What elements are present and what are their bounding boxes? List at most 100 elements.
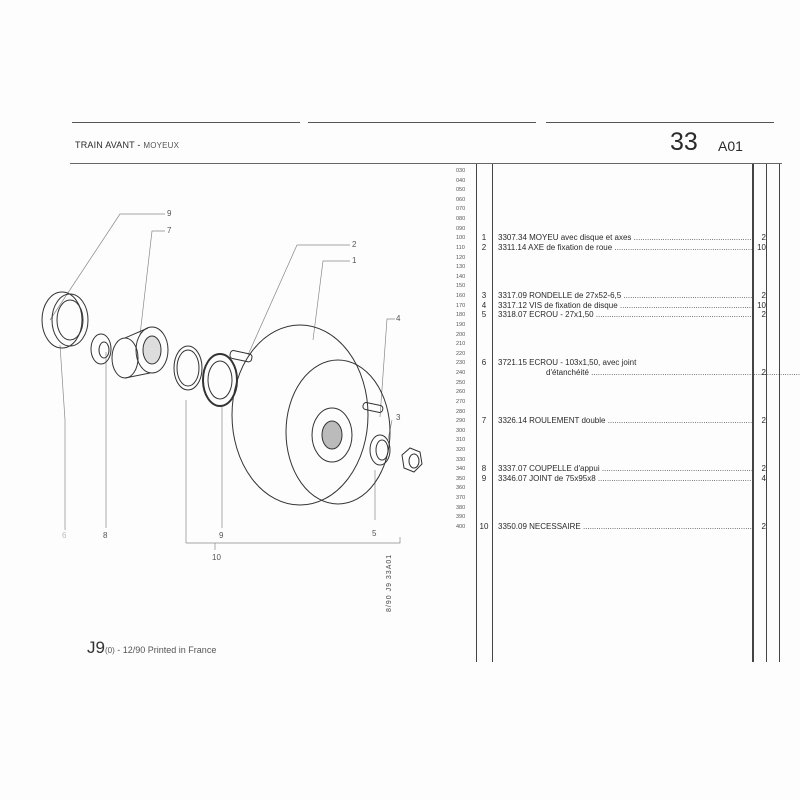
line-number: 160: [456, 293, 466, 300]
ring-nut-9: [41, 291, 89, 349]
line-number: 300: [456, 427, 466, 434]
vertical-reference-code: 8/90 J9 33A01: [386, 553, 393, 612]
line-number: 210: [456, 341, 466, 348]
line-number: 080: [456, 216, 466, 223]
part-description: 3337.07 COUPELLE d'appui: [498, 464, 752, 473]
line-number: 240: [456, 370, 466, 377]
line-number: 330: [456, 456, 466, 463]
line-number: 030: [456, 168, 466, 174]
line-number: 230: [456, 360, 466, 367]
line-number: 290: [456, 418, 466, 425]
line-number: 150: [456, 283, 466, 290]
line-number: 260: [456, 389, 466, 396]
line-number: 090: [456, 225, 466, 232]
table-column-line: [476, 164, 477, 662]
callout-5: 5: [372, 529, 377, 538]
line-number: 280: [456, 408, 466, 415]
part-ref: 7: [481, 416, 487, 426]
seal-9: [173, 345, 203, 391]
header-divider: [70, 163, 782, 164]
line-number: 110: [456, 244, 465, 251]
part-ref: 2: [481, 242, 487, 252]
part-ref: 6: [481, 358, 487, 368]
part-ref: 3: [481, 291, 487, 301]
table-column-line: [752, 164, 754, 662]
part-ref: 4: [481, 300, 487, 310]
callout-3: 3: [396, 413, 401, 422]
part-ref: 1: [481, 233, 487, 243]
line-number: 130: [456, 264, 466, 271]
part-ref: 9: [481, 473, 487, 483]
line-number: 070: [456, 206, 466, 213]
part-quantity: 2: [761, 310, 766, 320]
part-quantity: 2: [761, 464, 766, 474]
line-number: 350: [456, 475, 466, 482]
line-number: 340: [456, 466, 466, 473]
part-description: 3317.09 RONDELLE de 27x52-6,5: [498, 291, 752, 300]
footer-variant: (0): [104, 646, 115, 655]
part-description: 3307.34 MOYEU avec disque et axes: [498, 233, 752, 242]
line-number: 050: [456, 187, 466, 194]
section-title: TRAIN AVANT - MOYEUX: [75, 140, 180, 150]
callout-1: 1: [352, 256, 357, 265]
cup-8: [90, 333, 112, 365]
part-ref: 5: [481, 310, 487, 320]
line-number: 190: [456, 321, 466, 328]
line-number: 100: [456, 235, 466, 242]
part-quantity: 2: [761, 416, 766, 426]
line-number: 180: [456, 312, 466, 319]
part-description: 3346.07 JOINT de 75x95x8: [498, 474, 752, 483]
footer-text: - 12/90 Printed in France: [117, 645, 217, 655]
part-quantity: 4: [761, 473, 766, 483]
line-number: 400: [456, 523, 466, 530]
line-number: 170: [456, 302, 466, 309]
line-number: 200: [456, 331, 466, 338]
callout-9b: 9: [219, 531, 224, 540]
line-number: 380: [456, 504, 466, 511]
page-code: A01: [718, 138, 743, 154]
callout-9: 9: [167, 209, 172, 218]
part-quantity: 10: [757, 300, 766, 310]
line-number: 120: [456, 254, 466, 261]
leader-lines: [49, 213, 401, 550]
footer-code: J9: [87, 638, 105, 657]
group-number: 33: [670, 128, 698, 156]
table-column-line: [766, 164, 767, 662]
line-number: 320: [456, 446, 466, 453]
header-rule: [72, 122, 300, 123]
subsection-name: MOYEUX: [143, 141, 180, 150]
part-description: 3350.09 NECESSAIRE: [498, 522, 752, 531]
part-description: 3326.14 ROULEMENT double: [498, 416, 752, 425]
callout-10: 10: [212, 553, 221, 562]
header-rule: [546, 122, 774, 123]
header-rule: [308, 122, 536, 123]
callout-2: 2: [352, 240, 357, 249]
line-number: 060: [456, 196, 466, 203]
line-number: 310: [456, 437, 466, 444]
disc-screw-4: [362, 402, 384, 413]
part-ref: 10: [479, 521, 489, 531]
part-ref: 8: [481, 464, 487, 474]
line-number: 360: [456, 485, 466, 492]
part-quantity: 2: [761, 368, 766, 378]
part-description: 3721.15 ECROU - 103x1,50, avec joint: [498, 358, 637, 368]
part-quantity: 10: [757, 242, 766, 252]
footer: J9(0) - 12/90 Printed in France: [87, 638, 216, 658]
callout-4: 4: [396, 314, 401, 323]
line-number: 250: [456, 379, 466, 386]
line-number: 390: [456, 514, 466, 521]
line-number: 140: [456, 273, 466, 280]
part-quantity: 2: [761, 521, 766, 531]
table-column-line: [492, 164, 493, 662]
callout-7: 7: [167, 226, 172, 235]
part-quantity: 2: [761, 291, 766, 301]
part-description: 3317.12 VIS de fixation de disque: [498, 301, 752, 310]
section-name: TRAIN AVANT: [75, 140, 135, 150]
nut-5: [401, 447, 423, 473]
line-number: 270: [456, 398, 466, 405]
part-description: d'étanchéité: [498, 368, 800, 377]
part-description: 3311.14 AXE de fixation de roue: [498, 243, 752, 252]
callout-8: 8: [103, 531, 108, 540]
